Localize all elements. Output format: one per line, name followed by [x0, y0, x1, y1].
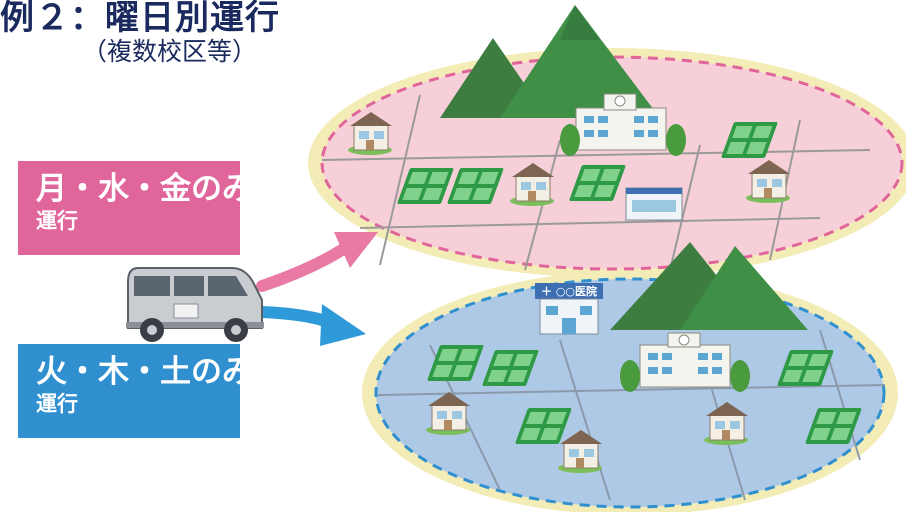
school-building	[620, 332, 750, 392]
route-days-label: 火・木・土のみ	[36, 354, 253, 390]
route-days-label: 月・水・金のみ	[36, 171, 253, 207]
route-operation-label: 運行	[36, 392, 78, 416]
school-building	[560, 93, 686, 156]
page-title: 例２：曜日別運行	[0, 0, 280, 38]
station-building	[625, 187, 683, 221]
arrow-to-blue-district	[256, 304, 366, 346]
page-subtitle: （複数校区等）	[82, 37, 258, 66]
route-operation-label: 運行	[36, 209, 78, 233]
van-illustration	[126, 267, 264, 342]
clinic-building: ＋ ○○医院	[535, 283, 603, 335]
clinic-sign: ＋ ○○医院	[541, 284, 597, 298]
route-label-tue-thu-sat: 火・木・土のみ 運行	[18, 344, 253, 438]
district-blue: ＋ ○○医院	[362, 242, 898, 512]
route-label-mon-wed-fri: 月・水・金のみ 運行	[18, 161, 253, 255]
arrow-to-pink-district	[256, 232, 378, 292]
district-pink	[308, 5, 906, 278]
